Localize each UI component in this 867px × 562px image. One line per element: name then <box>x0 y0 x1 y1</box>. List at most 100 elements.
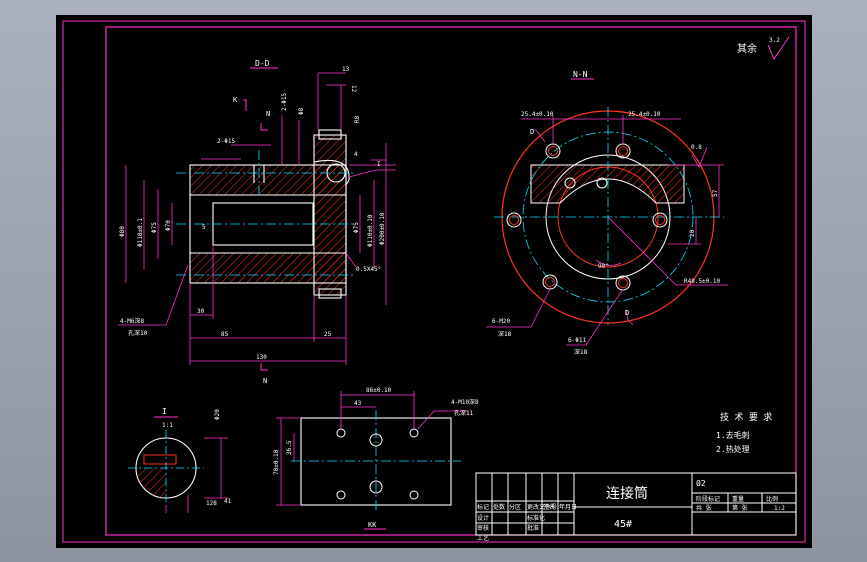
detail-view-i[interactable]: I 1:1 Φ20 128 41 <box>128 407 232 513</box>
dim-chamfer: 0.5X45° <box>356 266 381 273</box>
tech-title: 技 术 要 求 <box>720 411 772 423</box>
dim-12: 12 <box>350 85 357 93</box>
dim-phi20: Φ20 <box>214 409 221 420</box>
plate-centerlines <box>291 410 461 513</box>
bottom-view-kk[interactable]: 86±0.10 43 4-M10深8 孔深11 70±0.10 36.5 KK <box>273 387 479 530</box>
dim-25-4-left: 25.4±0.10 <box>521 111 554 118</box>
roughness-corner: 其余 3.2 <box>737 36 790 61</box>
svg-text:共 张: 共 张 <box>696 504 712 512</box>
dim-m20-depth: 深18 <box>498 330 512 338</box>
dim-m10-depth: 孔深11 <box>454 409 474 417</box>
svg-text:年月日: 年月日 <box>559 503 577 511</box>
svg-text:更改文件号: 更改文件号 <box>527 503 557 511</box>
main-section-view[interactable]: D-D K N <box>118 59 396 385</box>
drawing-canvas[interactable]: 其余 3.2 D-D K N <box>56 15 812 548</box>
dim-phi75-right: Φ75 <box>353 222 360 233</box>
dim-70: 70±0.10 <box>273 449 280 475</box>
dim-r48-5: R48.5±0.10 <box>684 278 721 285</box>
section-n-top: N <box>266 110 270 118</box>
title-left-rows: 设计 标准化 审核 工艺 批准 <box>477 514 545 542</box>
detail-i-scale: 1:1 <box>162 422 173 429</box>
top-section-hatch <box>530 164 685 204</box>
dim-25-4-right: 25.4±0.10 <box>628 111 661 118</box>
dim-85: 85 <box>221 331 229 338</box>
title-block-grid <box>475 472 797 536</box>
detail-hatch <box>136 468 166 498</box>
bolt-holes <box>506 143 668 291</box>
dim-phi11-depth: 深18 <box>574 348 588 356</box>
svg-text:标准化: 标准化 <box>527 514 545 522</box>
svg-text:分区: 分区 <box>509 503 521 511</box>
svg-text:处数: 处数 <box>493 503 505 511</box>
section-k-label: K <box>233 96 238 104</box>
part-name: 连接筒 <box>606 485 648 502</box>
dim-128: 128 <box>206 500 217 507</box>
dim-4-m10: 4-M10深8 <box>451 398 479 406</box>
svg-text:重量: 重量 <box>732 495 744 503</box>
dim-36-5: 36.5 <box>286 440 293 455</box>
main-dim-lines <box>118 72 396 365</box>
corner-roughness: 3.2 <box>769 37 780 44</box>
dim-43: 43 <box>354 400 362 407</box>
dim-roughness-08: 0.8 <box>691 144 702 151</box>
dim-phi80: Φ80 <box>119 226 126 237</box>
section-d-mark-top: D <box>530 128 534 136</box>
title-right-header: 阶段标记 重量 比例 1:2 共 张 第 张 <box>696 495 785 512</box>
tech-item-1: 1.去毛刺 <box>716 430 750 440</box>
drawing-code: 02 <box>696 479 706 488</box>
dim-90-deg: 90° <box>598 263 609 270</box>
dim-30: 30 <box>197 308 205 315</box>
nn-centerlines <box>494 107 724 325</box>
svg-text:审核: 审核 <box>477 524 489 532</box>
dim-41: 41 <box>224 498 232 505</box>
dim-phi110-right: Φ110±0.10 <box>367 214 374 247</box>
detail-key <box>143 454 177 465</box>
svg-text:签名: 签名 <box>543 503 555 511</box>
section-dd-label: D-D <box>255 59 270 68</box>
title-block[interactable]: 连接筒 45# 02 标记 处数 分区 更改文件号 签名 年月日 设计 标准化 … <box>475 472 797 542</box>
section-n-bottom-mark <box>260 363 268 371</box>
dim-phi75-left: Φ75 <box>151 222 158 233</box>
dim-20: 20 <box>689 229 696 237</box>
kk-dim-lines <box>276 391 468 506</box>
dim-5: 5 <box>202 224 206 231</box>
material: 45# <box>614 519 632 530</box>
dim-phi8: Φ8 <box>298 107 305 115</box>
title-left-row-0: 标记 处数 分区 更改文件号 签名 年月日 <box>477 503 577 511</box>
main-centerlines <box>176 150 356 276</box>
svg-text:标记: 标记 <box>477 503 489 511</box>
detail-dim-lines <box>165 437 228 513</box>
dim-4-m6: 4-M6深8 <box>120 317 144 325</box>
svg-text:工艺: 工艺 <box>477 534 489 542</box>
corner-note: 其余 <box>737 42 757 55</box>
dim-57: 57 <box>712 189 719 197</box>
outer-frame <box>62 20 806 543</box>
dim-hole-depth-10: 孔深10 <box>128 329 148 337</box>
svg-text:阶段标记: 阶段标记 <box>696 495 720 503</box>
svg-text:批准: 批准 <box>527 524 539 532</box>
dim-phi110-left: Φ110±0.1 <box>137 218 144 247</box>
dim-phi200: Φ200±0.10 <box>379 212 386 245</box>
dim-25: 25 <box>324 331 332 338</box>
dim-2-phi15-a: 2-Φ15 <box>281 93 288 111</box>
section-nn-label: N-N <box>573 70 588 79</box>
view-kk-label: KK <box>368 521 377 529</box>
right-wall-hatch <box>314 135 346 295</box>
section-nn-view[interactable]: N-N <box>486 70 728 356</box>
dim-6-m20: 6-M20 <box>492 318 510 325</box>
svg-text:1:2: 1:2 <box>774 505 785 512</box>
dim-i-callout: I <box>377 161 381 168</box>
detail-centerlines <box>128 430 204 507</box>
tech-item-2: 2.热处理 <box>716 444 750 454</box>
dim-86: 86±0.10 <box>366 387 392 394</box>
detail-i-label: I <box>162 407 167 416</box>
dim-2-phi15-b: 2-Φ15 <box>217 138 235 145</box>
dim-r8: R8 <box>354 115 361 123</box>
dim-phi70: Φ70 <box>165 220 172 231</box>
nn-dim-lines <box>486 115 728 346</box>
svg-text:设计: 设计 <box>477 514 489 522</box>
svg-text:比例: 比例 <box>766 495 778 503</box>
dim-13: 13 <box>342 66 350 73</box>
svg-text:第 张: 第 张 <box>732 504 748 512</box>
